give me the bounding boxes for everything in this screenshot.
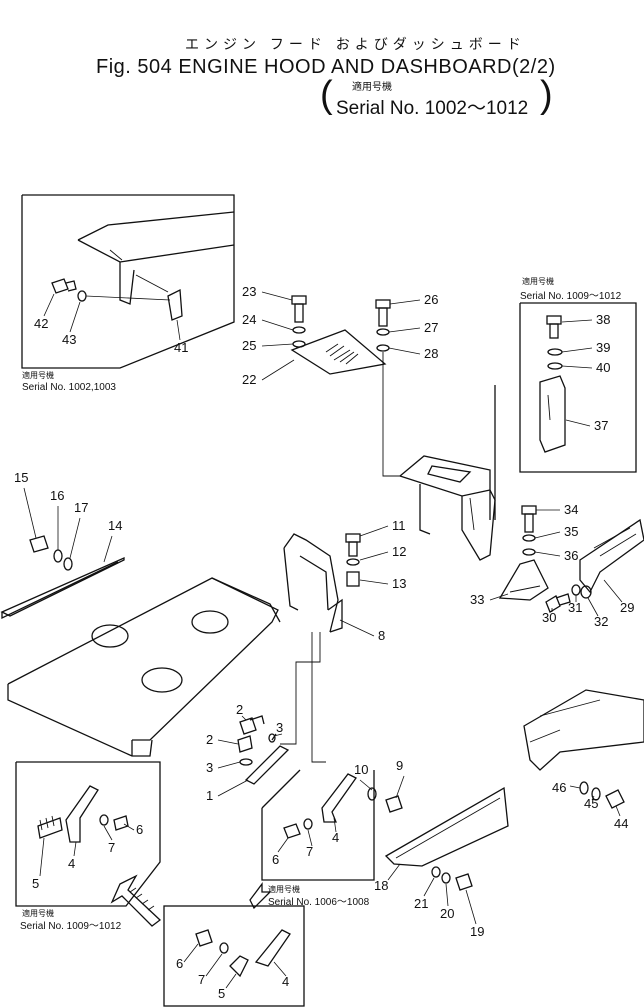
callout-24: 24 xyxy=(242,312,256,327)
inset-mid-serial: Serial No. 1006～1008 xyxy=(268,897,370,908)
callout-28: 28 xyxy=(424,346,438,361)
callout-39: 39 xyxy=(596,340,610,355)
callout-22: 22 xyxy=(242,372,256,387)
inset-tl-serial: Serial No. 1002,1003 xyxy=(22,382,116,393)
callout-20: 20 xyxy=(440,906,454,921)
figure-title: Fig. 504 ENGINE HOOD AND DASHBOARD(2/2) xyxy=(96,56,556,78)
callout-42: 42 xyxy=(34,316,48,331)
callout-14: 14 xyxy=(108,518,122,533)
callout-8: 8 xyxy=(378,628,385,643)
callout-31: 31 xyxy=(568,600,582,615)
callout-36: 36 xyxy=(564,548,578,563)
callout-6a: 6 xyxy=(136,822,143,837)
callout-13: 13 xyxy=(392,576,406,591)
callout-15: 15 xyxy=(14,470,28,485)
callout-2a: 2 xyxy=(236,702,243,717)
callout-37: 37 xyxy=(594,418,608,433)
inset-middle: 10 9 4 7 6 適用号機 Serial No. 1006～1008 xyxy=(249,758,405,910)
callout-10: 10 xyxy=(354,762,368,777)
callout-34: 34 xyxy=(564,502,578,517)
inset-tr-applicable: 適用号機 xyxy=(522,276,554,286)
callout-41: 41 xyxy=(174,340,188,355)
rail-14-group: 15 16 17 14 xyxy=(0,470,125,620)
callout-45: 45 xyxy=(584,796,598,811)
callout-7a: 7 xyxy=(108,840,115,855)
inset-tl-applicable: 適用号機 xyxy=(22,370,54,380)
callout-18: 18 xyxy=(374,878,388,893)
callout-4a: 4 xyxy=(68,856,75,871)
serial-range: Serial No. 1002～1012 xyxy=(336,98,529,119)
inset-tr-serial: Serial No. 1009～1012 xyxy=(520,291,622,302)
plate-18-group: 18 21 20 19 xyxy=(374,786,509,939)
callout-17: 17 xyxy=(74,500,88,515)
applicable-label: 適用号機 xyxy=(352,82,392,93)
callout-21: 21 xyxy=(414,896,428,911)
figure-header: エンジン フード およびダッシュボード Fig. 504 ENGINE HOOD… xyxy=(0,0,644,130)
inset-mid-applicable: 適用号機 xyxy=(268,884,300,894)
serial-bracket-right: ) xyxy=(540,74,553,116)
callout-4c: 4 xyxy=(282,974,289,989)
dashboard-console xyxy=(399,385,496,561)
callout-3b: 3 xyxy=(206,760,213,775)
inset-top-left: 42 43 41 適用号機 Serial No. 1002,1003 xyxy=(21,194,235,393)
callout-38: 38 xyxy=(596,312,610,327)
bracket-44-group: 46 45 44 xyxy=(523,689,644,831)
callout-46: 46 xyxy=(552,780,566,795)
inset-bottom-center: 6 7 5 4 xyxy=(163,905,305,1007)
callout-1: 1 xyxy=(206,788,213,803)
callout-29: 29 xyxy=(620,600,634,615)
inset-bl-applicable: 適用号機 xyxy=(22,908,54,918)
callout-5a: 5 xyxy=(32,876,39,891)
callout-12: 12 xyxy=(392,544,406,559)
callout-35: 35 xyxy=(564,524,578,539)
callout-33: 33 xyxy=(470,592,484,607)
bracket-8-group: 11 12 13 8 xyxy=(280,518,406,763)
callout-3a: 3 xyxy=(276,720,283,735)
callout-32: 32 xyxy=(594,614,608,629)
callout-26: 26 xyxy=(424,292,438,307)
callout-6c: 6 xyxy=(176,956,183,971)
callout-16: 16 xyxy=(50,488,64,503)
callout-6b: 6 xyxy=(272,852,279,867)
callout-5b: 5 xyxy=(218,986,225,1001)
callout-27: 27 xyxy=(424,320,438,335)
callout-2b: 2 xyxy=(206,732,213,747)
linkage-1-group: 2 3 2 3 1 xyxy=(206,702,290,803)
callout-7c: 7 xyxy=(198,972,205,987)
callout-11: 11 xyxy=(392,518,406,533)
callout-30: 30 xyxy=(542,610,556,625)
inset-bottom-left: 6 7 4 5 適用号機 Serial No. 1009～1012 xyxy=(15,761,162,932)
callout-7b: 7 xyxy=(306,844,313,859)
callout-43: 43 xyxy=(62,332,76,347)
engine-hood xyxy=(7,577,281,757)
callout-9: 9 xyxy=(396,758,403,773)
callout-19: 19 xyxy=(470,924,484,939)
plate-22-group: 23 24 25 22 26 27 28 xyxy=(242,284,438,477)
serial-bracket-left: ( xyxy=(320,74,333,116)
inset-bl-serial: Serial No. 1009～1012 xyxy=(20,921,122,932)
title-japanese: エンジン フード およびダッシュボード xyxy=(185,36,526,52)
callout-44: 44 xyxy=(614,816,628,831)
callout-4b: 4 xyxy=(332,830,339,845)
callout-40: 40 xyxy=(596,360,610,375)
inset-top-right: 適用号機 Serial No. 1009～1012 38 39 40 37 xyxy=(519,276,637,473)
bracket-33-group: 34 35 36 33 30 31 32 29 xyxy=(470,502,644,629)
callout-25: 25 xyxy=(242,338,256,353)
callout-23: 23 xyxy=(242,284,256,299)
